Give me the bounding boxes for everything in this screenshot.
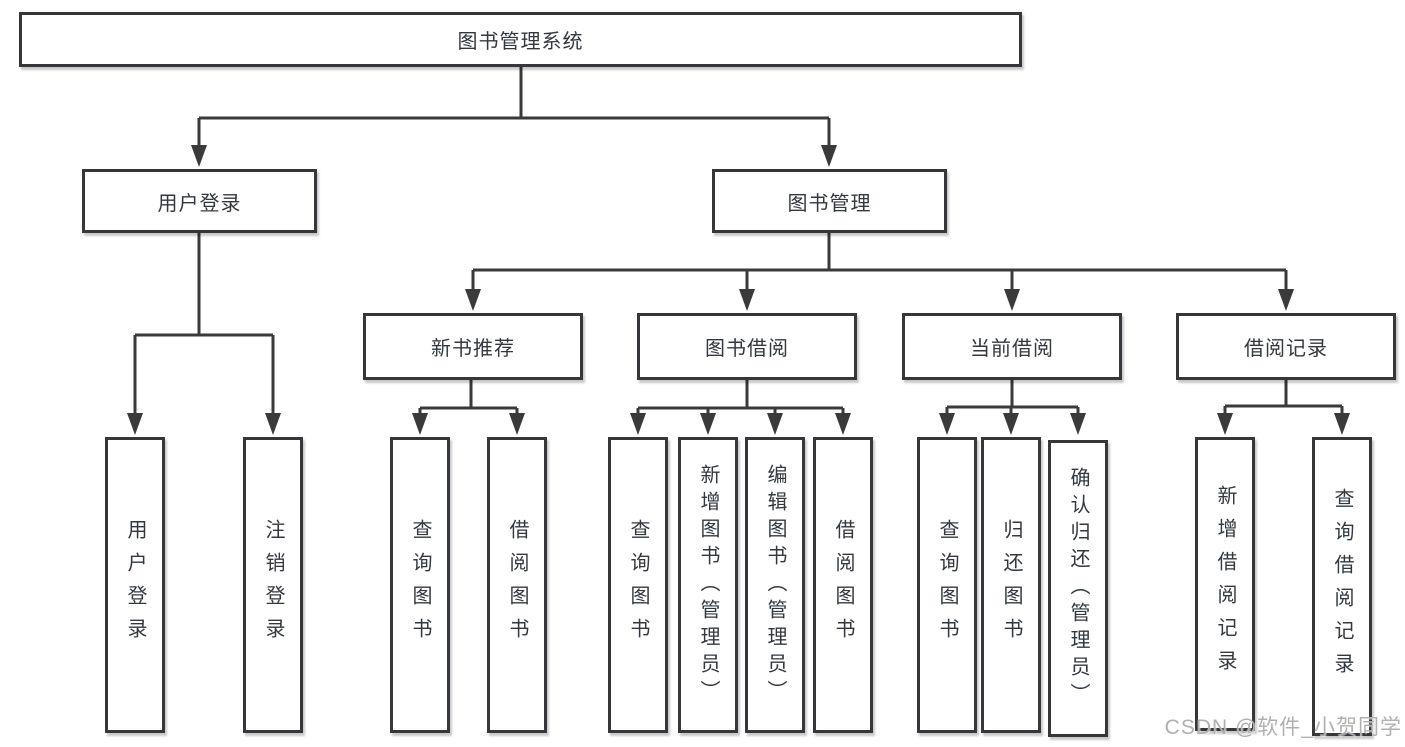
node-library-management-system-label: 图书管理系统 [457, 31, 584, 53]
node-leaf-query-borrow-record-label: 查询借阅记录 [1331, 487, 1353, 686]
node-leaf-edit-books-admin: 编辑图书（管理员） [745, 437, 805, 733]
node-leaf-query-books-1: 查询图书 [390, 437, 450, 733]
node-leaf-borrow-books-1: 借阅图书 [487, 437, 547, 733]
csdn-watermark: CSDN @软件_小贺同学 [1164, 716, 1402, 739]
node-book-borrowing-label: 图书借阅 [705, 338, 789, 360]
node-leaf-return-books-label: 归还图书 [1000, 519, 1022, 651]
node-leaf-logout-label: 注销登录 [262, 519, 284, 651]
node-leaf-borrow-books-1-label: 借阅图书 [506, 519, 528, 651]
node-leaf-borrow-books-2: 借阅图书 [813, 437, 873, 733]
node-leaf-query-books-3: 查询图书 [917, 437, 977, 733]
node-current-borrowing: 当前借阅 [902, 313, 1122, 380]
node-leaf-add-books-admin: 新增图书（管理员） [678, 437, 738, 733]
node-new-book-recommendation: 新书推荐 [363, 313, 583, 380]
node-leaf-borrow-books-2-label: 借阅图书 [832, 519, 854, 651]
node-user-login-label: 用户登录 [157, 192, 242, 215]
node-book-management-label: 图书管理 [787, 192, 872, 215]
node-leaf-query-books-1-label: 查询图书 [409, 519, 431, 651]
node-leaf-query-borrow-record: 查询借阅记录 [1312, 437, 1372, 736]
node-book-management: 图书管理 [712, 169, 947, 233]
node-current-borrowing-label: 当前借阅 [970, 338, 1054, 360]
node-leaf-logout: 注销登录 [243, 437, 303, 733]
node-leaf-add-borrow-record-label: 新增借阅记录 [1214, 485, 1236, 683]
node-library-management-system: 图书管理系统 [19, 12, 1022, 67]
node-new-book-recommendation-label: 新书推荐 [431, 338, 515, 360]
node-leaf-query-books-2: 查询图书 [608, 437, 668, 733]
node-leaf-edit-books-admin-label: 编辑图书（管理员） [764, 463, 786, 707]
node-leaf-confirm-return-admin: 确认归还（管理员） [1048, 440, 1108, 737]
node-borrowing-records-label: 借阅记录 [1244, 338, 1328, 360]
node-user-login: 用户登录 [82, 169, 317, 233]
node-leaf-confirm-return-admin-label: 确认归还（管理员） [1067, 467, 1089, 710]
node-leaf-add-borrow-record: 新增借阅记录 [1195, 437, 1255, 731]
node-borrowing-records: 借阅记录 [1176, 313, 1396, 380]
node-leaf-return-books: 归还图书 [981, 437, 1041, 733]
node-book-borrowing: 图书借阅 [637, 313, 857, 380]
node-leaf-query-books-2-label: 查询图书 [627, 519, 649, 651]
node-leaf-user-login: 用户登录 [105, 437, 165, 733]
node-leaf-query-books-3-label: 查询图书 [936, 519, 958, 651]
node-leaf-add-books-admin-label: 新增图书（管理员） [697, 463, 719, 707]
node-leaf-user-login-label: 用户登录 [124, 519, 146, 651]
